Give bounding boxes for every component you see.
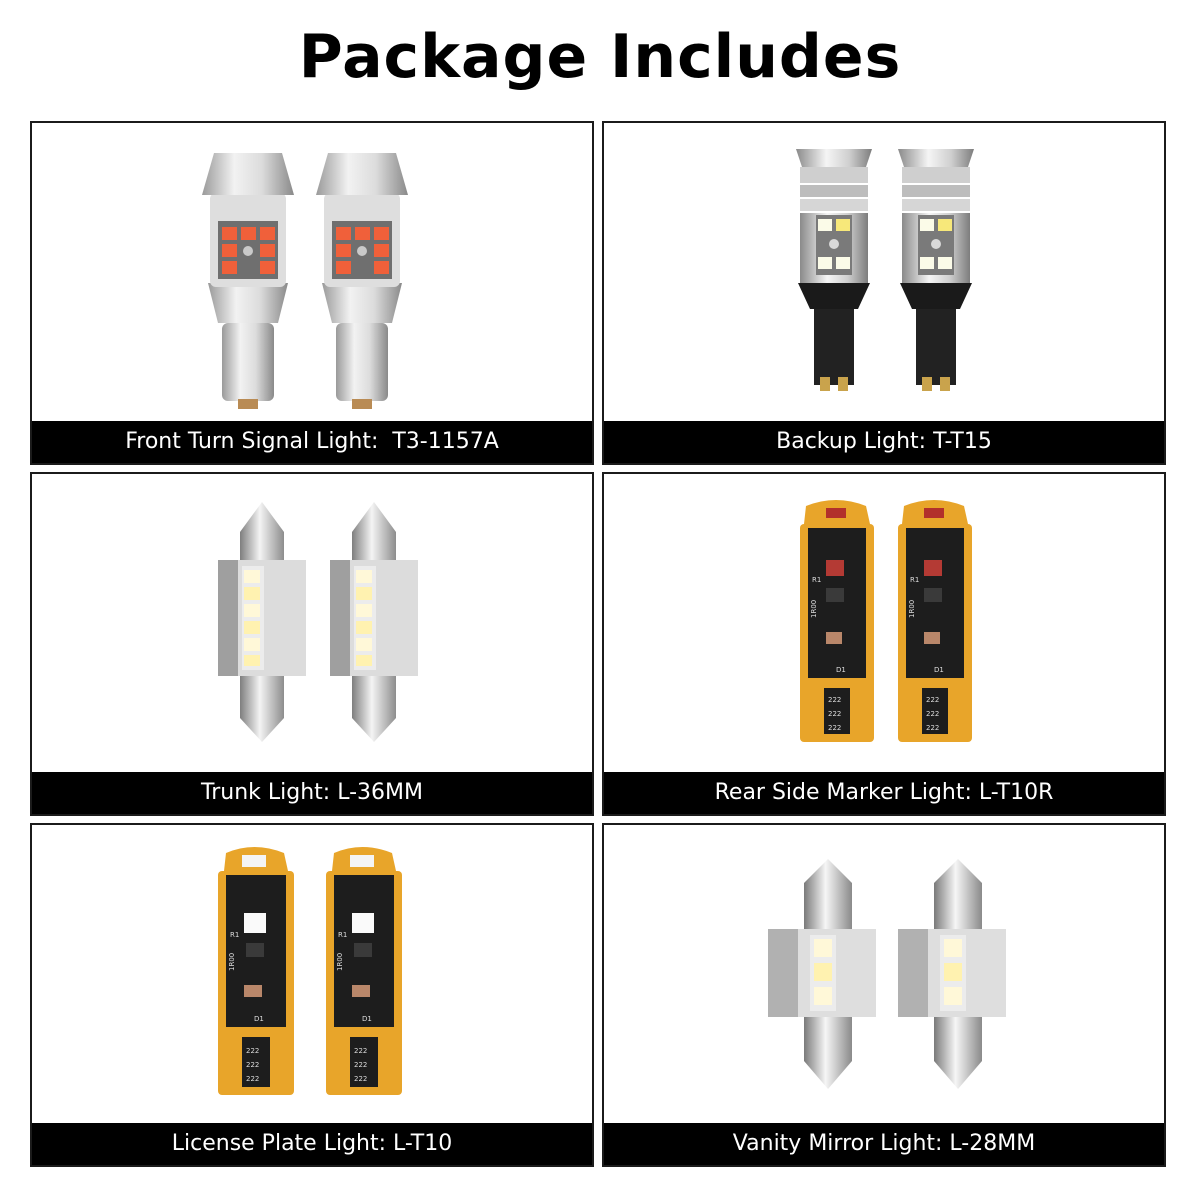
product-card-rear-side-marker: R1 1R00 D1 222 222 222 Rear Side Marker … xyxy=(602,472,1166,816)
product-caption: Backup Light: T-T15 xyxy=(604,421,1164,463)
product-card-vanity-mirror: Vanity Mirror Light: L-28MM xyxy=(602,823,1166,1167)
amber-1157-bulb-icon xyxy=(32,123,592,421)
svg-text:222: 222 xyxy=(828,710,841,718)
svg-text:222: 222 xyxy=(828,696,841,704)
festoon-36mm-bulb-icon xyxy=(32,474,592,772)
product-card-front-turn-signal: Front Turn Signal Light: T3-1157A xyxy=(30,121,594,465)
festoon-28mm-bulb-icon xyxy=(604,825,1164,1123)
svg-text:222: 222 xyxy=(246,1075,259,1083)
svg-text:R1: R1 xyxy=(230,931,239,939)
t15-wedge-bulb-icon xyxy=(604,123,1164,421)
svg-text:1R00: 1R00 xyxy=(228,953,236,971)
svg-text:222: 222 xyxy=(828,724,841,732)
product-caption: Front Turn Signal Light: T3-1157A xyxy=(32,421,592,463)
product-card-trunk-light: Trunk Light: L-36MM xyxy=(30,472,594,816)
page-title: Package Includes xyxy=(298,22,902,92)
product-caption: Rear Side Marker Light: L-T10R xyxy=(604,772,1164,814)
svg-text:D1: D1 xyxy=(836,666,846,674)
product-caption: License Plate Light: L-T10 xyxy=(32,1123,592,1165)
svg-text:222: 222 xyxy=(246,1047,259,1055)
t10-red-pcb-bulb-icon: R1 1R00 D1 222 222 222 xyxy=(604,474,1164,772)
product-caption: Trunk Light: L-36MM xyxy=(32,772,592,814)
svg-text:1R00: 1R00 xyxy=(810,600,818,618)
product-card-license-plate: R1 1R00 D1 222 222 222 License Plate Lig… xyxy=(30,823,594,1167)
svg-text:222: 222 xyxy=(246,1061,259,1069)
svg-text:D1: D1 xyxy=(254,1015,264,1023)
svg-text:R1: R1 xyxy=(812,576,821,584)
product-caption: Vanity Mirror Light: L-28MM xyxy=(604,1123,1164,1165)
product-card-backup-light: Backup Light: T-T15 xyxy=(602,121,1166,465)
t10-white-pcb-bulb-icon: R1 1R00 D1 222 222 222 xyxy=(32,825,592,1123)
